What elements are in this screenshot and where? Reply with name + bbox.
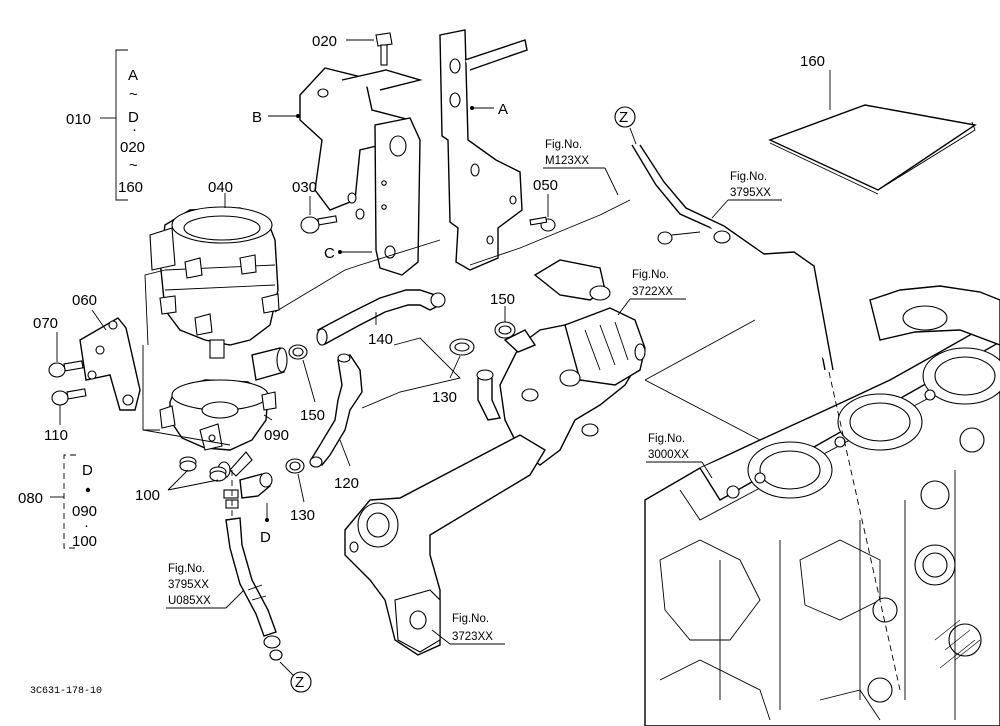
part-label-010: 010 xyxy=(66,111,91,128)
figref-u085-number: U085XX xyxy=(168,595,211,607)
bracket-c: C xyxy=(324,117,421,276)
group-080-bracket: 080 D 090 · 100 xyxy=(18,454,97,550)
part-label-150-lower: 150 xyxy=(300,407,325,424)
part-150-clamp-left: 150 xyxy=(288,344,325,424)
part-160-manual: 160 xyxy=(768,53,977,195)
group-010-range2-start: 020 xyxy=(120,139,145,156)
part-100-orings: 100 xyxy=(135,456,227,504)
group-080-range-start: 090 xyxy=(72,503,97,520)
part-label-150-upper: 150 xyxy=(490,291,515,308)
part-060-bracket: 060 xyxy=(72,292,141,411)
part-label-120: 120 xyxy=(334,475,359,492)
figref-3000-number: 3000XX xyxy=(648,449,689,461)
group-080-separator: · xyxy=(84,517,89,534)
part-030-bolt: 030 xyxy=(292,179,338,234)
figref-m123-number: M123XX xyxy=(545,155,589,167)
group-010-range-end: D xyxy=(128,109,139,126)
marker-c: C xyxy=(324,245,335,262)
part-150-clamp-right: 150 xyxy=(490,291,516,339)
figref-3795-lower-number: 3795XX xyxy=(168,579,209,591)
marker-b: B xyxy=(252,109,262,126)
part-040-breather: 040 xyxy=(149,179,280,359)
part-label-100: 100 xyxy=(135,487,160,504)
part-label-140: 140 xyxy=(368,331,393,348)
part-label-080: 080 xyxy=(18,490,43,507)
part-label-020: 020 xyxy=(312,33,337,50)
figref-3795-number: 3795XX xyxy=(730,187,771,199)
marker-z-bottom: Z xyxy=(295,674,304,691)
part-070-bolt: 070 xyxy=(33,315,84,378)
part-label-070: 070 xyxy=(33,315,58,332)
group-010-range2-end: 160 xyxy=(118,179,143,196)
part-090-hose xyxy=(251,347,288,381)
part-050-bolt: 050 xyxy=(529,177,558,232)
part-140-hose: 140 xyxy=(316,289,446,348)
figref-3795-label: Fig.No. xyxy=(730,171,767,183)
part-130-clamp-lower: 130 xyxy=(285,458,315,524)
part-020-bolt: 020 xyxy=(312,32,393,66)
marker-d: D xyxy=(260,529,271,546)
group-010-tilde: ~ xyxy=(129,86,138,103)
group-080-marker-d: D xyxy=(82,462,93,479)
part-label-090: 090 xyxy=(264,427,289,444)
part-label-160: 160 xyxy=(800,53,825,70)
group-080-range-end: 100 xyxy=(72,533,97,550)
figref-3723-label: Fig.No. xyxy=(452,613,489,625)
figref-3722-number: 3722XX xyxy=(632,286,673,298)
figref-3795-lower-label: Fig.No. xyxy=(168,563,205,575)
part-label-130-upper: 130 xyxy=(432,389,457,406)
part-120-hose: 120 xyxy=(309,353,363,492)
group-010-bracket: 010 A ~ D · 020 ~ 160 xyxy=(66,49,145,201)
part-label-130-lower: 130 xyxy=(290,507,315,524)
egr-valve-assembly: Fig.No. 3722XX xyxy=(499,259,686,466)
part-110-bolt: 110 xyxy=(44,388,87,444)
marker-z-top: Z xyxy=(619,109,628,126)
group-010-separator: · xyxy=(132,121,137,138)
figref-3722-label: Fig.No. xyxy=(632,269,669,281)
part-130-clamp-upper: 130 xyxy=(432,338,475,406)
engine-block xyxy=(644,285,1000,726)
group-010-tilde2: ~ xyxy=(129,157,138,174)
egr-cooler: Fig.No. 3723XX xyxy=(344,434,546,656)
figref-m123-label: Fig.No. xyxy=(545,139,582,151)
part-label-040: 040 xyxy=(208,179,233,196)
part-label-110: 110 xyxy=(44,427,68,444)
bracket-a: A xyxy=(439,29,528,271)
part-label-050: 050 xyxy=(533,177,558,194)
part-label-030: 030 xyxy=(292,179,317,196)
breather-pipe-lower: Z Fig.No. 3795XX U085XX xyxy=(166,470,312,693)
drawing-code: 3C631-178-10 xyxy=(30,686,102,697)
bracket-b: B xyxy=(252,67,423,220)
figref-3723-number: 3723XX xyxy=(452,631,493,643)
marker-a: A xyxy=(498,101,508,118)
part-080-case xyxy=(159,379,277,479)
part-label-060: 060 xyxy=(72,292,97,309)
breather-pipe-upper: Z Fig.No. 3795XX xyxy=(614,106,901,691)
group-010-range-start: A xyxy=(128,67,138,84)
figref-3000-label: Fig.No. xyxy=(648,433,685,445)
